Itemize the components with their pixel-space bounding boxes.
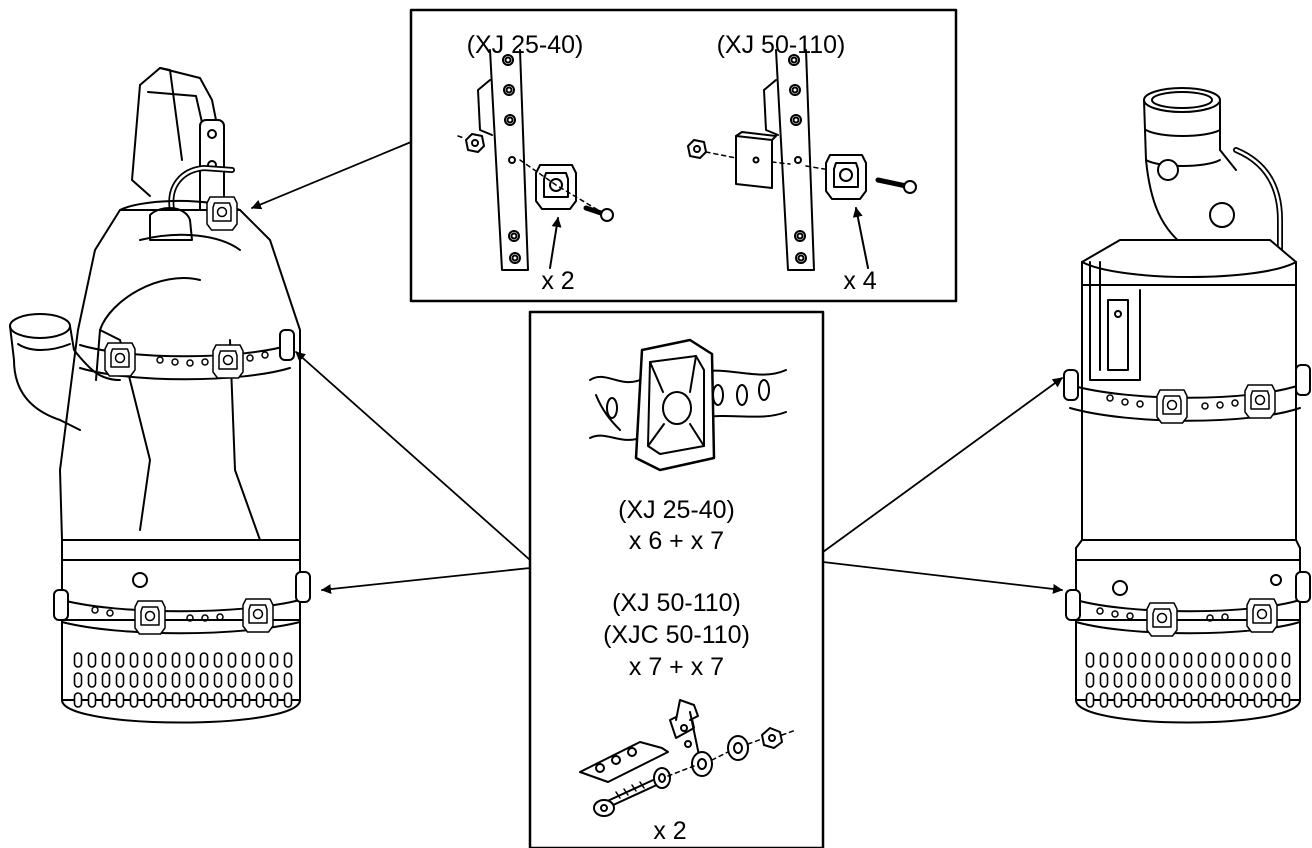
center-model-label-b1: (XJ 50-110) xyxy=(612,589,741,617)
top-detail-right-illustration xyxy=(687,49,917,271)
center-quantity-a: x 6 + x 7 xyxy=(628,527,725,555)
top-right-quantity: x 4 xyxy=(843,267,877,295)
left-pump-illustration xyxy=(9,67,311,724)
center-pad-illustration xyxy=(589,338,787,472)
top-detail-left-illustration xyxy=(457,49,614,271)
arrow-left-pad xyxy=(549,217,562,269)
center-model-label-b2: (XJC 50-110) xyxy=(603,621,750,649)
callout-arrows xyxy=(251,141,1063,595)
center-bolt-illustration xyxy=(579,699,797,817)
arrow-right-pad xyxy=(852,207,869,269)
top-right-model-label: (XJ 50-110) xyxy=(716,31,846,59)
center-model-label-a: (XJ 25-40) xyxy=(618,496,735,524)
center-quantity-b: x 7 + x 7 xyxy=(628,653,725,681)
right-pump-illustration xyxy=(1063,87,1311,724)
top-left-quantity: x 2 xyxy=(541,267,575,295)
top-left-model-label: (XJ 25-40) xyxy=(466,31,584,59)
center-bolt-quantity: x 2 xyxy=(653,817,687,845)
